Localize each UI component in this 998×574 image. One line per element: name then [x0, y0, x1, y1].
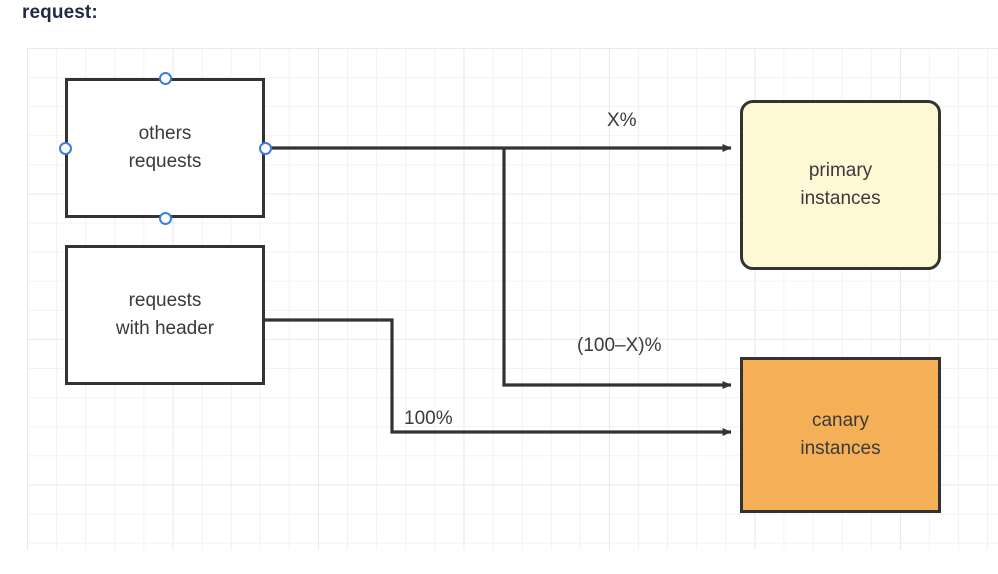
node-label-line: canary — [811, 410, 870, 432]
node-label-line: instances — [800, 438, 881, 459]
edge-label-others-to-canary: (100–X)% — [577, 335, 662, 356]
requests-with-header-node[interactable]: requests with header — [65, 245, 265, 385]
node-label-line: primary — [808, 160, 873, 182]
page-title: request: — [22, 2, 98, 23]
edge-header-to-canary[interactable] — [265, 318, 732, 436]
edge-label-others-to-primary: X% — [607, 110, 637, 131]
connection-handle-top[interactable] — [158, 71, 172, 85]
connection-handle-left[interactable] — [58, 141, 72, 155]
connection-handle-bottom[interactable] — [158, 211, 172, 225]
node-label-line: others — [138, 123, 192, 145]
primary-instances-node[interactable]: primary instances — [740, 100, 941, 270]
node-label-line: instances — [800, 188, 881, 209]
edge-label-header-to-canary: 100% — [404, 408, 453, 429]
edge-others-to-canary[interactable] — [502, 148, 732, 389]
node-label-line: requests — [128, 151, 202, 172]
node-label-line: requests — [128, 290, 202, 312]
others-requests-node[interactable]: others requests — [65, 78, 265, 218]
canary-instances-node[interactable]: canary instances — [740, 357, 941, 513]
connection-handle-right[interactable] — [258, 141, 272, 155]
node-label-line: with header — [115, 318, 215, 339]
